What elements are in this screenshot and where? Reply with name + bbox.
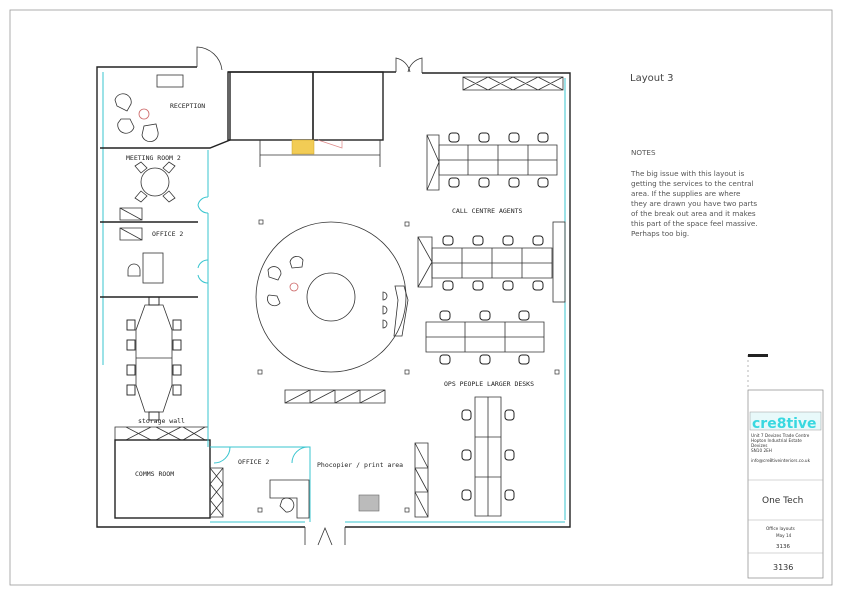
desk-chairs	[439, 132, 549, 365]
client-name: One Tech	[762, 496, 803, 506]
drawing-number: 3136	[773, 563, 793, 572]
job-number: 3136	[776, 544, 790, 550]
meeting-room-label: MEETING ROOM 2	[126, 154, 181, 162]
plant-icon	[138, 108, 150, 120]
entrance-doors	[196, 46, 423, 546]
reception-area: RECEPTION	[100, 72, 231, 149]
address-line: Hopton Industrial Estate	[751, 438, 802, 443]
storage-units-center	[284, 389, 386, 404]
email: info@cre8tiveinteriors.co.uk	[751, 458, 811, 463]
address-line: Devizes	[751, 443, 767, 448]
breakout-area	[255, 221, 409, 373]
comms-room-label: COMMS ROOM	[135, 470, 174, 478]
storage-wall-label: storage wall	[138, 417, 185, 425]
logo-box	[749, 411, 822, 431]
plant-icon	[289, 282, 299, 292]
drawing-title: Office layouts	[766, 526, 795, 531]
comms-room: COMMS ROOM	[114, 439, 211, 519]
address-line: Unit 7 Devizes Trade Centre	[751, 433, 810, 438]
reception-label: RECEPTION	[170, 102, 205, 110]
call-centre-label: CALL CENTRE AGENTS	[452, 207, 523, 215]
note-line: Perhaps too big.	[631, 229, 689, 238]
company-logo: cre8tive	[752, 416, 817, 432]
note-line: of the break out area and it makes	[631, 209, 756, 218]
note-line: getting the services to the central	[631, 179, 754, 188]
storage-wall: storage wall	[114, 417, 209, 441]
note-line: The big issue with this layout is	[630, 169, 744, 178]
note-line: this part of the space feel massive.	[631, 219, 758, 228]
columns	[257, 219, 560, 513]
office-lower-label: OFFICE 2	[238, 458, 269, 466]
photocopier-area: Phocopier / print area	[317, 442, 429, 518]
notes-heading: NOTES	[631, 148, 656, 157]
sheet-border	[9, 9, 833, 586]
note-line: area. If the supplies are where	[631, 189, 741, 198]
boardroom-table	[126, 296, 182, 421]
kitchenette-unit	[291, 139, 315, 155]
note-line: they are drawn you have two parts	[631, 199, 757, 208]
office-upper-label: OFFICE 2	[152, 230, 183, 238]
ops-desks: OPS PEOPLE LARGER DESKS	[444, 380, 534, 517]
service-cupboards	[227, 71, 384, 167]
call-centre-desks: CALL CENTRE AGENTS	[417, 76, 566, 353]
drawing-date: May 14	[776, 533, 792, 538]
photocopier-label: Phocopier / print area	[317, 461, 403, 469]
address-line: SN10 2EH	[751, 448, 772, 453]
layout-title: Layout 3	[630, 73, 674, 84]
office-2-lower: OFFICE 2	[207, 300, 311, 522]
ops-people-label: OPS PEOPLE LARGER DESKS	[444, 380, 534, 388]
notes-body: The big issue with this layout is gettin…	[630, 169, 758, 238]
title-block: cre8tive Unit 7 Devizes Trade Centre Hop…	[747, 354, 824, 579]
photocopier-icon	[358, 494, 380, 512]
meeting-room-2: MEETING ROOM 2	[100, 150, 209, 300]
